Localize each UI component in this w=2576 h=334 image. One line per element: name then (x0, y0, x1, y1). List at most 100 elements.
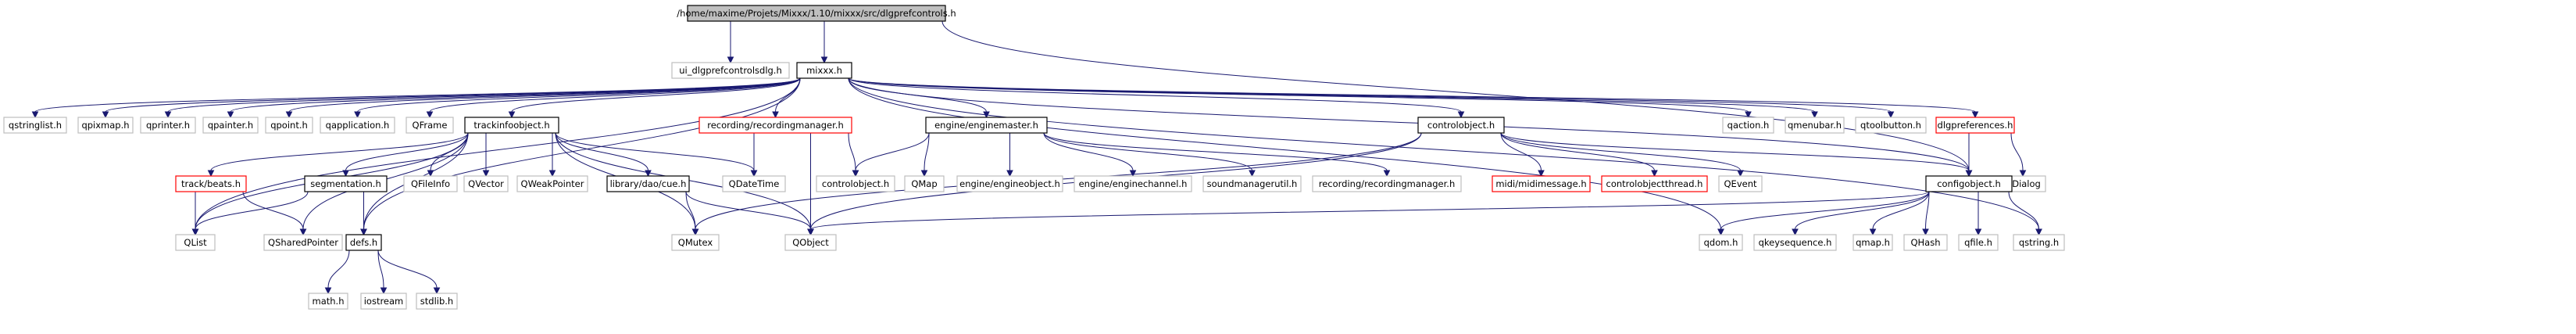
node-label: mixxx.h (806, 65, 842, 76)
node-qpixmap: qpixmap.h (77, 117, 134, 134)
node-root[interactable]: /home/maxime/Projets/Mixxx/1.10/mixxx/sr… (677, 5, 956, 22)
node-stdlib: stdlib.h (416, 293, 458, 310)
node-box (1785, 117, 1845, 134)
arrowhead (1965, 170, 1973, 178)
node-box (360, 293, 407, 310)
node-label: QHash (1910, 237, 1940, 248)
node-qmenubar: qmenubar.h (1785, 117, 1845, 134)
node-label: controlobject.h (822, 178, 889, 189)
edge-defs-to-stdlib (377, 250, 441, 295)
node-box (516, 175, 588, 192)
node-engmaster[interactable]: engine/enginemaster.h (925, 117, 1048, 134)
edge-line (34, 77, 801, 113)
arrowhead (2035, 228, 2042, 236)
node-label: trackinfoobject.h (473, 120, 549, 131)
node-box (263, 234, 343, 251)
edge-configobj-to-qdom (1717, 191, 1930, 236)
node-box (1202, 175, 1302, 192)
edge-configobj-to-qstring (2008, 191, 2042, 236)
edge-line (377, 250, 438, 289)
node-box (1718, 175, 1763, 192)
edge-configobj-to-qobject (807, 191, 1930, 236)
node-label: iostream (364, 296, 404, 307)
node-trackinfo[interactable]: trackinfoobject.h (464, 117, 559, 134)
edge-engmaster-to-engobj (1006, 132, 1013, 178)
edge-line (327, 250, 350, 289)
node-dlgpref[interactable]: dlgpreferences.h (1935, 117, 2015, 134)
node-box (308, 293, 348, 310)
node-ui_dlg: ui_dlgprefcontrolsdlg.h (671, 62, 790, 79)
node-box (416, 293, 458, 310)
node-box (1935, 117, 2015, 134)
arrowhead (1538, 170, 1545, 178)
node-cothread[interactable]: controlobjectthread.h (1601, 175, 1708, 192)
node-box (304, 175, 388, 192)
edge-mixxx-to-engmaster (848, 77, 990, 119)
edge-line (685, 191, 811, 230)
edge-defs-to-iostream (377, 250, 388, 295)
node-qobject: QObject (784, 234, 837, 251)
node-qstringlist: qstringlist.h (3, 117, 67, 134)
node-label: QDialog (2005, 178, 2041, 189)
node-box (1753, 234, 1837, 251)
node-configobj[interactable]: configobject.h (1925, 175, 2013, 192)
arrowhead (426, 111, 434, 119)
edge-engmaster-to-soundmgr (1043, 132, 1256, 178)
edge-line (345, 132, 469, 171)
node-label: QSharedPointer (268, 237, 338, 248)
arrowhead (285, 111, 293, 119)
node-label: controlobjectthread.h (1606, 178, 1703, 189)
node-label: QDateTime (729, 178, 780, 189)
node-engobj: engine/engineobject.h (956, 175, 1063, 192)
edge-line (848, 77, 1462, 113)
node-box (403, 175, 458, 192)
edge-line (848, 77, 1721, 230)
node-qmap: QMap (904, 175, 945, 192)
edge-controlobj-to-midimsg (1500, 132, 1545, 178)
node-trackbeats[interactable]: track/beats.h (175, 175, 247, 192)
edge-line (1043, 132, 1388, 171)
edge-line (210, 132, 469, 171)
arrowhead (1006, 170, 1013, 178)
node-mixxx[interactable]: mixxx.h (796, 62, 852, 79)
node-qstring: qstring.h (2013, 234, 2065, 251)
node-label: qmap.h (1856, 237, 1890, 248)
node-controlobj[interactable]: controlobject.h (1417, 117, 1505, 134)
arrowhead (1922, 228, 1929, 236)
arrowhead (1249, 170, 1256, 178)
node-box (1492, 175, 1591, 192)
node-midimsg[interactable]: midi/midimessage.h (1492, 175, 1591, 192)
node-libdaocue[interactable]: library/dao/cue.h (606, 175, 690, 192)
node-qfileinfo: QFileInfo (403, 175, 458, 192)
arrowhead (31, 111, 39, 119)
edge-segmentation-to-defs (360, 192, 367, 236)
node-label: QFrame (413, 120, 448, 131)
edge-line (2008, 191, 2039, 230)
edge-recmgr-to-qdatetime (750, 133, 758, 178)
node-box (265, 117, 313, 134)
node-qprinter: qprinter.h (140, 117, 196, 134)
edge-line (1500, 132, 1542, 171)
edge-trackinfo-to-qvector (482, 133, 490, 178)
node-box (816, 175, 895, 192)
node-label: QEvent (1724, 178, 1757, 189)
node-box (1417, 117, 1505, 134)
arrowhead (807, 228, 814, 236)
edge-defs-to-mathh (324, 250, 350, 295)
node-box (406, 117, 454, 134)
node-label: qtoolbutton.h (1860, 120, 1921, 131)
node-label: qprinter.h (146, 120, 190, 131)
arrowhead (191, 228, 199, 236)
node-segmentation[interactable]: segmentation.h (304, 175, 388, 192)
edge-trackinfo-to-qweakpointer (548, 133, 556, 178)
edge-configobj-to-qfile (1974, 192, 1982, 236)
edge-recmgr-to-controlobj_ext (848, 132, 859, 178)
arrowhead (1651, 170, 1658, 178)
edge-line (848, 77, 2039, 230)
arrowhead (227, 111, 234, 119)
node-box (956, 175, 1063, 192)
edge-line (941, 20, 1970, 171)
node-defs[interactable]: defs.h (345, 234, 382, 251)
node-recmgr[interactable]: recording/recordingmanager.h (698, 117, 852, 134)
node-box (1925, 175, 2013, 192)
